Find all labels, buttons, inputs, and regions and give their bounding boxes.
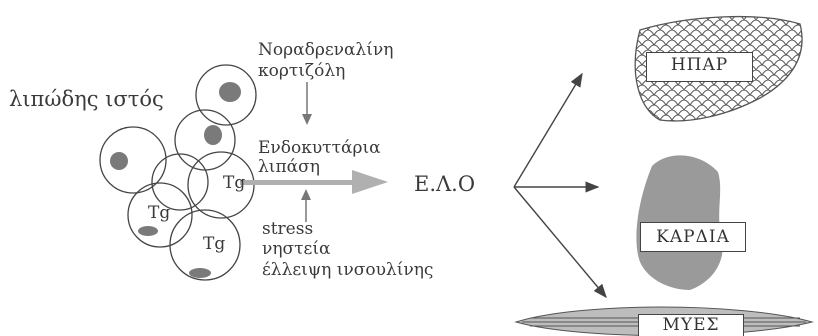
lipid-droplet xyxy=(138,226,158,236)
branch-arrows xyxy=(514,74,606,297)
cell-tg-label: Tg xyxy=(148,205,170,222)
heart-label: ΚΑΡΔΙΑ xyxy=(640,222,746,252)
trigger-label-insulin-deficiency: έλλειψη ινσουλίνης xyxy=(262,262,433,279)
free-fatty-acids-label: Ε.Λ.Ο xyxy=(414,174,475,195)
adipose-tissue-label: λιπώδης ιστός xyxy=(9,89,164,110)
liver-label: ΗΠΑΡ xyxy=(646,52,753,82)
lipase-label-line1: Ενδοκυττάρια xyxy=(258,140,381,157)
trigger-label-stress: stress xyxy=(262,221,313,238)
hormone-label-noradrenaline: Νοραδρεναλίνη xyxy=(258,42,393,59)
fat-cell xyxy=(175,110,235,170)
lipid-droplet xyxy=(110,152,128,170)
fat-cell xyxy=(152,154,208,210)
trigger-label-fasting: νηστεία xyxy=(262,241,330,258)
cell-tg-label: Tg xyxy=(223,175,245,192)
hormone-label-cortisol: κορτιζόλη xyxy=(258,63,345,80)
lipid-droplet xyxy=(189,268,211,278)
lipid-droplet xyxy=(219,82,241,102)
muscles-label: ΜΥΕΣ xyxy=(638,314,744,336)
cell-tg-label: Tg xyxy=(203,236,225,253)
lipase-label-line2: λιπάση xyxy=(258,159,320,176)
lipid-droplet xyxy=(204,125,222,145)
